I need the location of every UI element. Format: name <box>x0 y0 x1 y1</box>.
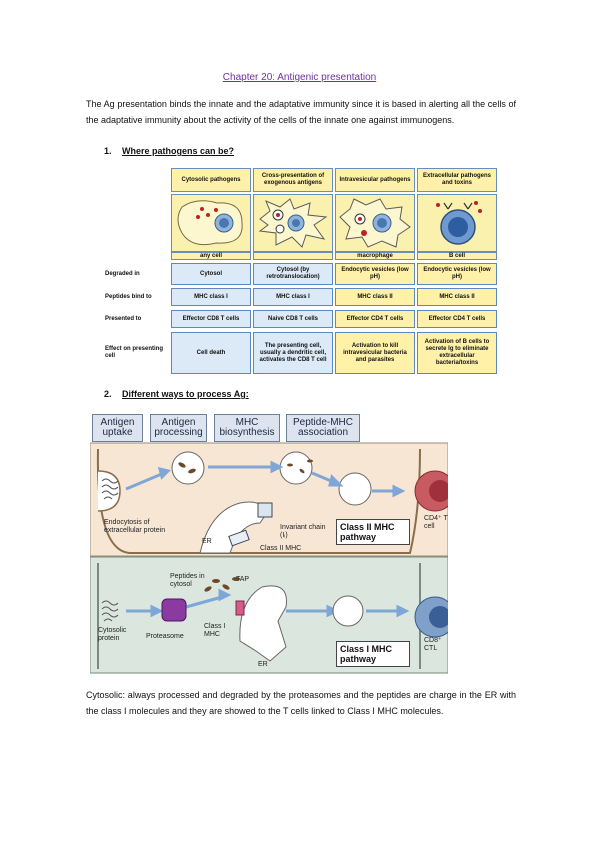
class1-pathway-box: Class I MHC pathway <box>336 641 410 667</box>
column-header: Cross-presentation of exogenous antigens <box>253 168 333 192</box>
antigen-processing-figure: Antigen uptake Antigen processing MHC bi… <box>90 411 448 674</box>
protein-coil-icon <box>101 478 119 500</box>
intro-paragraph: The Ag presentation binds the innate and… <box>86 99 516 125</box>
cell-label <box>253 252 333 260</box>
column-header: Intravesicular pathogens <box>335 168 415 192</box>
table-cell: Effector CD4 T cells <box>417 310 497 328</box>
table-cell: Effector CD8 T cells <box>171 310 251 328</box>
dendritic-cell-icon <box>258 198 328 248</box>
pathogen-location-table: Cytosolic pathogens Cross-presentation o… <box>101 166 498 378</box>
er-label-class2: ER <box>202 538 212 545</box>
table-cell: Naive CD8 T cells <box>253 310 333 328</box>
cell-illustration <box>171 194 251 252</box>
table-cell: MHC class II <box>335 288 415 306</box>
table-cell: Endocytic vesicles (low pH) <box>335 263 415 285</box>
cytosolic-paragraph: Cytosolic: always processed and degraded… <box>86 690 516 716</box>
table-cell: The presenting cell, usually a dendritic… <box>253 332 333 374</box>
table-cell: Effector CD4 T cells <box>335 310 415 328</box>
cytosolic-protein-label: Cytosolic protein <box>98 627 127 642</box>
step-antigen-processing: Antigen processing <box>150 414 207 442</box>
proteasome-icon <box>161 598 187 622</box>
table-cell: MHC class I <box>253 288 333 306</box>
table-cell: Cytosol (by retrotranslocation) <box>253 263 333 285</box>
cell-illustration <box>253 194 333 252</box>
row-label: Presented to <box>101 310 169 328</box>
cell-label: any cell <box>171 252 251 260</box>
step-antigen-uptake: Antigen uptake <box>92 414 143 442</box>
endocytosis-label: Endocytosis of extracellular protein <box>104 519 166 534</box>
table-cell: Cytosol <box>171 263 251 285</box>
step-peptide-mhc-association: Peptide-MHC association <box>286 414 360 442</box>
section-number: 1. <box>104 146 112 156</box>
peptides-in-cytosol-label: Peptides in cytosol <box>170 573 205 588</box>
tap-label: TAP <box>236 576 250 583</box>
table-cell: MHC class I <box>171 288 251 306</box>
class1-mhc-label: Class I MHC <box>204 623 226 638</box>
row-label: Peptides bind to <box>101 288 169 306</box>
table-cell: Activation to kill intravesicular bacter… <box>335 332 415 374</box>
cytosolic-protein-coil-icon <box>101 600 119 622</box>
macrophage-icon <box>339 198 411 248</box>
chapter-title: Chapter 20: Antigenic presentation <box>222 72 377 83</box>
class2-mhc-label: Class II MHC <box>260 545 302 552</box>
table-cell: Endocytic vesicles (low pH) <box>417 263 497 285</box>
cell-illustration <box>417 194 497 252</box>
tap-icon <box>235 600 245 616</box>
b-cell-icon <box>436 201 482 245</box>
invariant-chain-label: Invariant chain (Iᵢ) <box>280 524 326 539</box>
section-heading-2: 2. Different ways to process Ag: <box>104 389 249 399</box>
er-label-class1: ER <box>258 661 268 668</box>
section-number: 2. <box>104 389 112 399</box>
any-cell-icon <box>177 200 243 246</box>
cell-label: B cell <box>417 252 497 260</box>
row-label: Degraded in <box>101 263 169 285</box>
cd8-ctl-label: CD8⁺ CTL <box>424 637 442 652</box>
proteasome-label: Proteasome <box>146 633 184 640</box>
table-cell: Activation of B cells to secrete Ig to e… <box>417 332 497 374</box>
column-header: Cytosolic pathogens <box>171 168 251 192</box>
cell-label: macrophage <box>335 252 415 260</box>
section-title: Different ways to process Ag: <box>122 389 249 399</box>
table-cell: Cell death <box>171 332 251 374</box>
section-title: Where pathogens can be? <box>122 146 235 156</box>
column-header: Extracellular pathogens and toxins <box>417 168 497 192</box>
table-cell: MHC class II <box>417 288 497 306</box>
cd4-t-cell-label: CD4⁺ T cell <box>424 515 448 530</box>
row-label: Effect on presenting cell <box>101 332 169 374</box>
cell-illustration <box>335 194 415 252</box>
class2-pathway-box: Class II MHC pathway <box>336 519 410 545</box>
step-mhc-biosynthesis: MHC biosynthesis <box>214 414 280 442</box>
section-heading-1: 1. Where pathogens can be? <box>104 146 234 156</box>
